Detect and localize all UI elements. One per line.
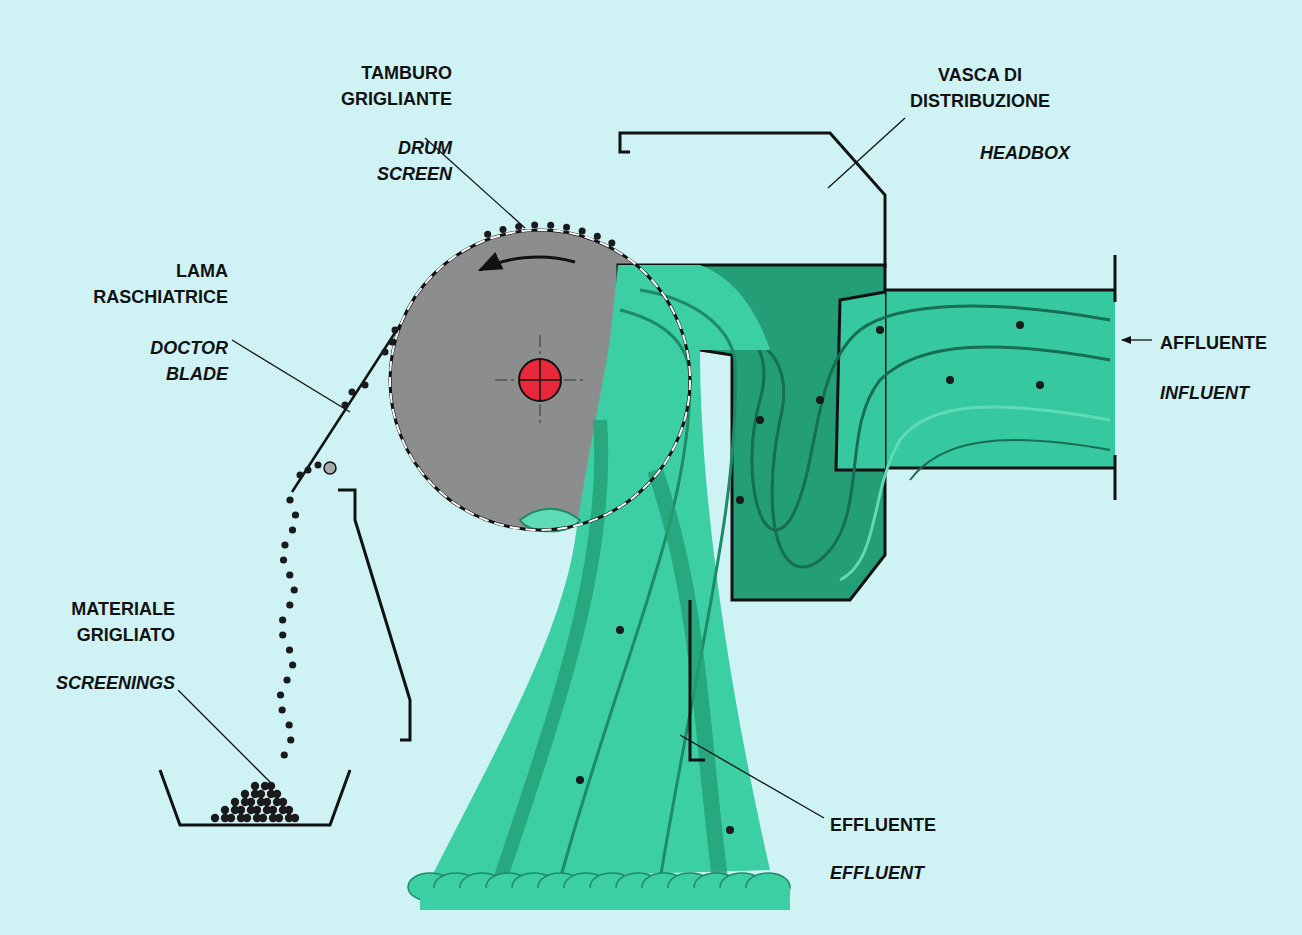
part-label: MATERIALE GRIGLIATO — [45, 596, 175, 648]
part-label: INFLUENT — [1160, 380, 1290, 406]
foam — [408, 873, 790, 910]
drum-hub — [519, 359, 561, 401]
rotation-arrow — [480, 257, 575, 270]
part-label: SCREENINGS — [45, 670, 175, 696]
part-label: TAMBURO GRIGLIANTE — [302, 60, 452, 112]
effluent-stream — [430, 265, 770, 880]
doctor-blade — [292, 325, 400, 492]
part-label: DRUM SCREEN — [352, 135, 452, 187]
headbox-wall — [620, 133, 885, 268]
solids — [211, 222, 1044, 834]
part-label: AFFLUENTE — [1160, 330, 1290, 356]
part-label: EFFLUENT — [830, 860, 960, 886]
part-label: DOCTOR BLADE — [128, 335, 228, 387]
part-label: VASCA DI DISTRIBUZIONE — [893, 62, 1068, 114]
part-label: HEADBOX — [965, 140, 1085, 166]
screenings-bin — [160, 770, 350, 825]
part-label: EFFLUENTE — [830, 812, 960, 838]
leader-lines — [178, 118, 1152, 818]
hood — [338, 490, 410, 740]
part-label: LAMA RASCHIATRICE — [78, 258, 228, 310]
